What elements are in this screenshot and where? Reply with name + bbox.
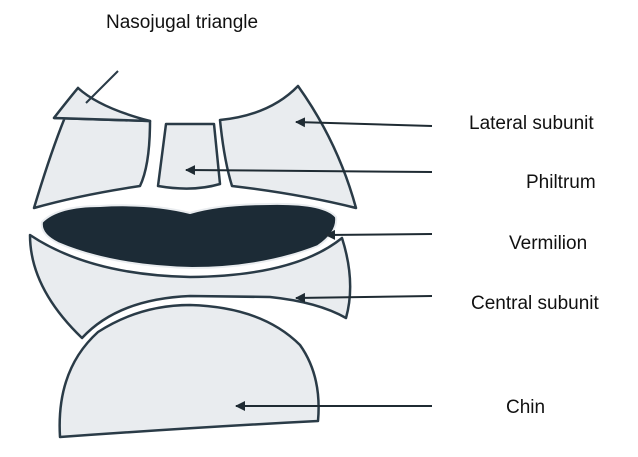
nasojugal-triangle	[54, 88, 150, 121]
philtrum-label: Philtrum	[526, 173, 596, 192]
vermilion-region	[42, 204, 336, 268]
vermilion-arrow	[326, 234, 432, 235]
vermilion-label: Vermilion	[509, 234, 587, 253]
right-lateral-subunit	[220, 86, 356, 208]
chin-label: Chin	[506, 398, 545, 417]
lateral-subunit-label: Lateral subunit	[469, 114, 594, 133]
nasojugal-leader-line	[86, 71, 118, 103]
central-subunit-label: Central subunit	[471, 294, 599, 313]
nasojugal-triangle-label: Nasojugal triangle	[106, 13, 258, 32]
philtrum-region	[158, 124, 220, 189]
philtrum-arrow	[186, 170, 432, 172]
